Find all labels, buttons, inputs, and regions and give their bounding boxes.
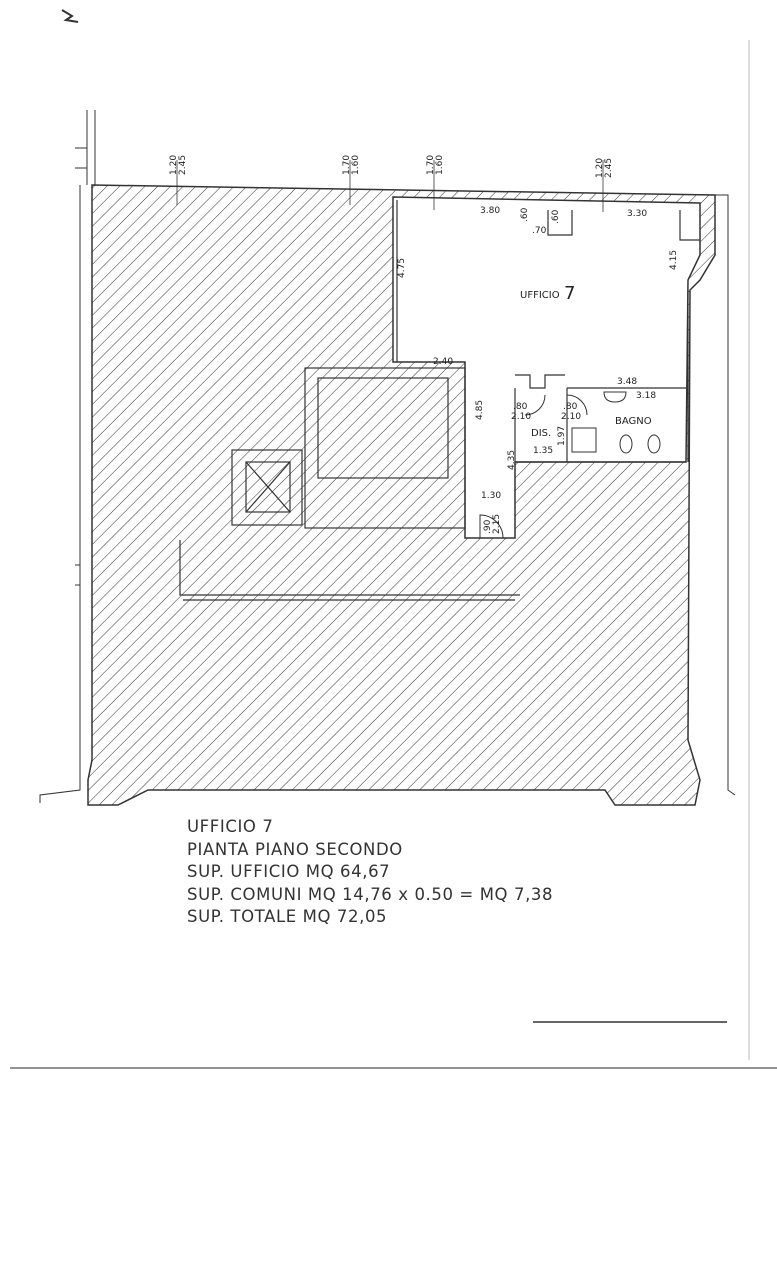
dim-door1-h: 2.10 (511, 412, 531, 422)
dim-pillar-w: .70 (532, 226, 547, 236)
dim-win1-a: 1.20 (169, 155, 179, 175)
dim-stair-width: 2.40 (433, 357, 453, 367)
dim-bagno-width2: 3.18 (636, 391, 656, 401)
caption-title: UFFICIO 7 (187, 817, 274, 836)
adjacent-walls (39, 110, 736, 803)
dimension-labels: 1.20 2.45 1.70 1.60 1.70 1.60 1.20 2.45 … (169, 155, 679, 534)
room-label-dis: DIS. (531, 428, 551, 439)
door-swing-icon (566, 394, 588, 416)
toilet-icon (647, 434, 661, 454)
window-dimension-ticks (176, 160, 604, 212)
dim-entry-door-h: 2.15 (492, 514, 502, 534)
corridor-walls (179, 540, 520, 601)
dim-entry-door-w: .90 (483, 519, 493, 534)
door-swing-icon (479, 514, 504, 539)
dim-win3-b: 1.60 (435, 155, 445, 175)
dim-corridor-height: 4.85 (475, 400, 485, 420)
scan-mark (61, 9, 79, 23)
dim-top-left: 3.80 (480, 206, 500, 216)
dim-door1-w: .80 (513, 402, 528, 412)
dim-win1-b: 2.45 (178, 155, 188, 175)
dim-right-height: 4.15 (669, 250, 679, 270)
dim-win2-b: 1.60 (351, 155, 361, 175)
room-number-label: 7 (564, 283, 575, 304)
caption-total-area: SUP. TOTALE MQ 72,05 (187, 907, 388, 926)
dim-left-height: 4.75 (397, 258, 407, 278)
dim-win2-a: 1.70 (342, 155, 352, 175)
door-swing-icon (524, 394, 546, 416)
dim-door2-h: 2.10 (561, 412, 581, 422)
caption-floor: PIANTA PIANO SECONDO (187, 839, 403, 859)
dim-top-right: 3.30 (627, 209, 647, 219)
bathroom-fixtures (479, 391, 661, 539)
dim-dis-height: 1.97 (557, 426, 567, 446)
dim-pillar-d1: .60 (520, 207, 530, 222)
dim-win4-a: 1.20 (595, 158, 605, 178)
dim-door2-w: .80 (563, 402, 578, 412)
room-label-bagno: BAGNO (615, 416, 652, 427)
dim-win3-a: 1.70 (426, 155, 436, 175)
dim-corridor-height2: 4.35 (507, 450, 517, 470)
dim-bagno-width1: 3.48 (617, 377, 637, 387)
elevator (245, 461, 291, 513)
interior-walls (396, 200, 700, 463)
dim-pillar-d2: .60 (551, 209, 561, 224)
plan-caption: UFFICIO 7 PIANTA PIANO SECONDO SUP. UFFI… (187, 816, 553, 929)
shower-icon (571, 427, 597, 453)
dim-dis-width: 1.35 (533, 446, 553, 456)
staircase (231, 367, 466, 529)
sink-icon (603, 391, 627, 403)
dim-corridor-width: 1.30 (481, 491, 501, 501)
caption-common-area: SUP. COMUNI MQ 14,76 x 0.50 = MQ 7,38 (187, 884, 554, 904)
caption-office-area: SUP. UFFICIO MQ 64,67 (187, 862, 391, 881)
dim-win4-b: 2.45 (604, 158, 614, 178)
bidet-icon (619, 434, 633, 454)
room-name-label: UFFICIO (520, 290, 560, 301)
